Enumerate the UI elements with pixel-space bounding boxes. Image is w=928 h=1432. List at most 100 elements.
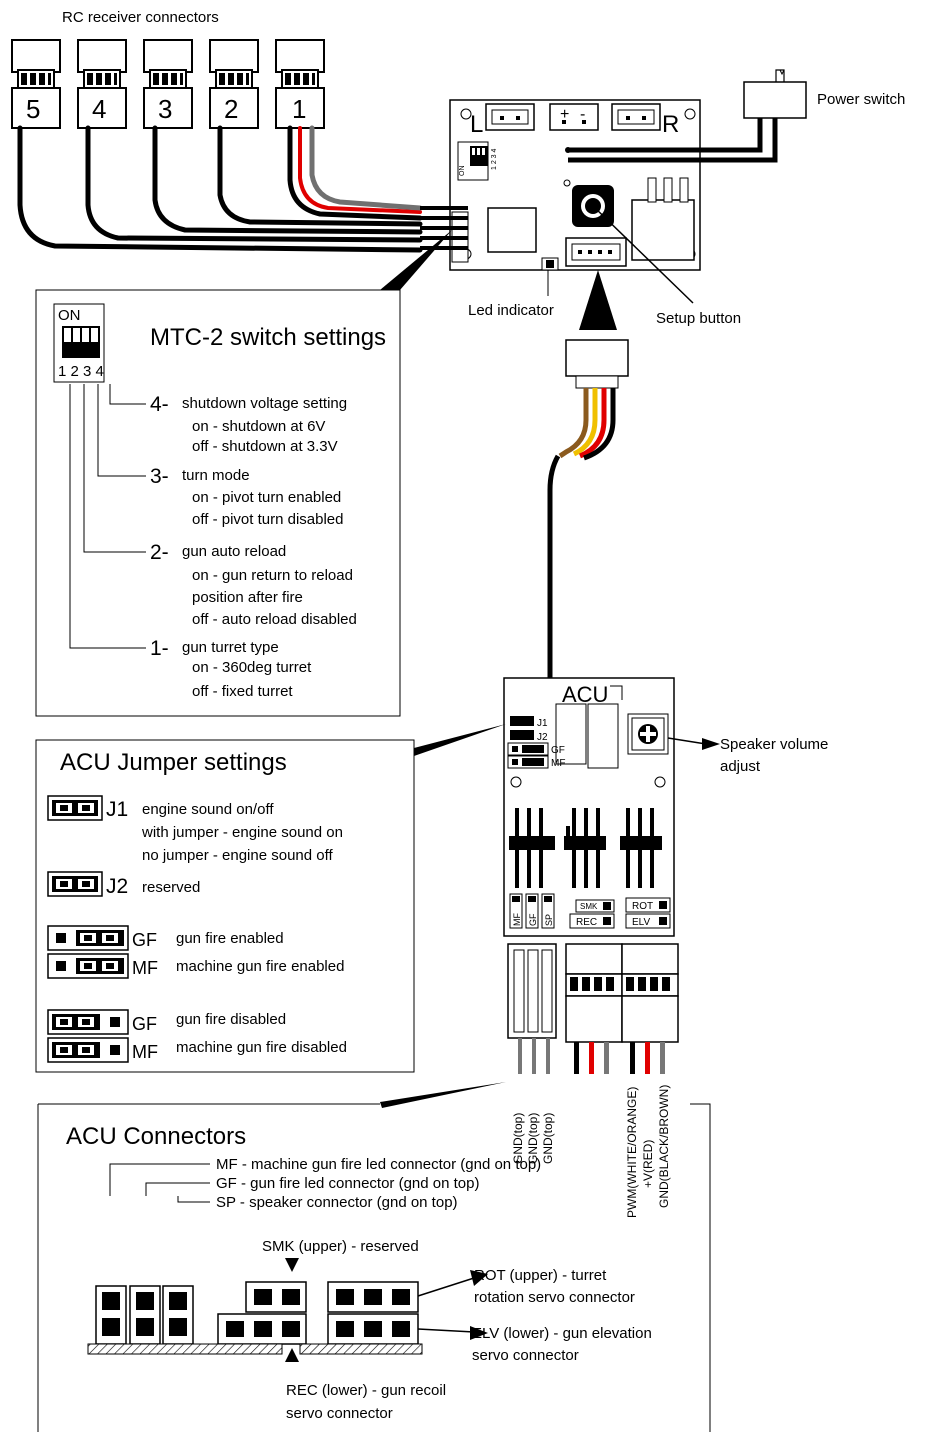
conn-rec-desc: REC (lower) - gun recoil: [286, 1382, 446, 1399]
rec-arrow-icon: [285, 1348, 299, 1362]
conn-mf-desc: MF - machine gun fire led connector (gnd…: [216, 1156, 541, 1173]
conn-elv-desc: ELV (lower) - gun elevation: [472, 1325, 652, 1342]
acu-smk: SMK: [580, 902, 598, 911]
wire-gnd-black: GND(BLACK/BROWN): [657, 1085, 671, 1208]
rc-connector-5: 5: [11, 39, 61, 129]
connector-layout-diagram: [87, 1281, 423, 1355]
acu-elv: ELV: [632, 917, 650, 928]
jumper-mf-disabled-icon: [47, 1037, 129, 1063]
rc-connector-2: 2: [209, 39, 259, 129]
conn-rot-desc: ROT (upper) - turret: [474, 1267, 607, 1284]
jumper-j1-title: engine sound on/off: [142, 801, 274, 818]
cable-plug: [547, 339, 629, 680]
switch-2-label: 2-: [150, 541, 169, 564]
jumper-j2-label: J2: [106, 875, 128, 898]
led-indicator-label: Led indicator: [468, 302, 554, 319]
mtc-leader-lines: [69, 384, 146, 649]
jumper-gf-enabled-icon: [47, 925, 129, 951]
jumper-gf-disabled-icon: [47, 1009, 129, 1035]
switch-2-title: gun auto reload: [182, 543, 286, 560]
mtc-dip-numbers: 1 2 3 4: [58, 363, 104, 380]
jumper-j1-label: J1: [106, 798, 128, 821]
switch-4-on: on - shutdown at 6V: [192, 418, 325, 435]
rc-connector-3: 3: [143, 39, 193, 129]
jumper-j1-icon: [47, 795, 103, 821]
acu-board: ACU J1 J2 GF MF MF: [503, 677, 675, 937]
jumper-mf-disabled: machine gun fire disabled: [176, 1039, 347, 1056]
rot-arrow-icon: [470, 1270, 488, 1286]
smk-arrow-icon: [285, 1258, 299, 1272]
power-switch[interactable]: [743, 69, 807, 119]
loose-connectors: [507, 943, 679, 1074]
wire-pwm: PWM(WHITE/ORANGE): [625, 1087, 639, 1218]
rc-connector-3-label: 3: [158, 94, 172, 124]
switch-4-label: 4-: [150, 393, 169, 416]
conn-gf-desc: GF - gun fire led connector (gnd on top): [216, 1175, 479, 1192]
board-dip-nums: 1 2 3 4: [491, 148, 498, 170]
board-l-label: L: [470, 111, 483, 138]
conn-sp-desc: SP - speaker connector (gnd on top): [216, 1194, 458, 1211]
switch-2-on-cont: position after fire: [192, 589, 303, 606]
switch-2-off: off - auto reload disabled: [192, 611, 357, 628]
mtc-board: L + - R ON 1 2 3 4: [420, 99, 778, 271]
rc-connector-4: 4: [77, 39, 127, 129]
conn-smk-desc: SMK (upper) - reserved: [262, 1238, 419, 1255]
acu-rot: ROT: [632, 901, 653, 912]
acu-gf: GF: [551, 745, 565, 756]
switch-4-off: off - shutdown at 3.3V: [192, 438, 338, 455]
receiver-wires: [17, 125, 423, 253]
acu-pin-sp: SP: [544, 914, 554, 926]
board-dip-on: ON: [459, 166, 466, 177]
switch-3-label: 3-: [150, 465, 169, 488]
switch-1-on: on - 360deg turret: [192, 659, 312, 676]
jumper-j1-without: no jumper - engine sound off: [142, 847, 334, 864]
acu-j2: J2: [537, 732, 548, 743]
switch-3-off: off - pivot turn disabled: [192, 511, 343, 528]
rc-connector-5-label: 5: [26, 94, 40, 124]
conn-elv-desc-2: servo connector: [472, 1347, 579, 1364]
rc-receiver-title: RC receiver connectors: [62, 9, 219, 26]
jumper-j2-icon: [47, 871, 103, 897]
switch-3-on: on - pivot turn enabled: [192, 489, 341, 506]
speaker-volume-label-2: adjust: [720, 758, 761, 775]
board-plus: +: [560, 106, 569, 123]
rc-connector-1: 1: [275, 39, 325, 129]
acu-connectors-box: [37, 1103, 711, 1432]
jumper-mf-enabled-icon: [47, 953, 129, 979]
connectors-title: ACU Connectors: [66, 1123, 246, 1150]
acu-j1: J1: [537, 718, 548, 729]
acu-pin-mf: MF: [512, 913, 522, 926]
board-minus: -: [580, 106, 585, 123]
conn-rec-desc-2: servo connector: [286, 1405, 393, 1422]
mtc-dip-switch: ON 1 2 3 4: [53, 303, 105, 383]
jumper-j1-with: with jumper - engine sound on: [141, 824, 343, 841]
wire-gnd-1: GND(top): [511, 1113, 525, 1164]
acu-mf: MF: [551, 758, 565, 769]
switch-4-title: shutdown voltage setting: [182, 395, 347, 412]
jumper-gf2-label: GF: [132, 1014, 157, 1034]
switch-1-title: gun turret type: [182, 639, 279, 656]
jumper-mf2-label: MF: [132, 1042, 158, 1062]
power-switch-label: Power switch: [817, 91, 905, 108]
wire-gnd-2: GND(top): [526, 1113, 540, 1164]
setup-button-label: Setup button: [656, 310, 741, 327]
jumper-mf-label: MF: [132, 958, 158, 978]
switch-2-on: on - gun return to reload: [192, 567, 353, 584]
rc-connector-1-label: 1: [292, 94, 306, 124]
rc-connector-2-label: 2: [224, 94, 238, 124]
connector-leader-lines: [109, 1163, 210, 1203]
jumper-gf-label: GF: [132, 930, 157, 950]
switch-1-off: off - fixed turret: [192, 683, 293, 700]
jumper-title: ACU Jumper settings: [60, 749, 287, 776]
board-r-label: R: [662, 111, 679, 138]
rc-connector-4-label: 4: [92, 94, 106, 124]
switch-3-title: turn mode: [182, 467, 250, 484]
wire-gnd-3: GND(top): [541, 1113, 555, 1164]
mtc-dip-on: ON: [58, 307, 81, 324]
jumper-j2-desc: reserved: [142, 879, 200, 896]
jumper-gf-enabled: gun fire enabled: [176, 930, 284, 947]
acu-board-title: ACU: [562, 682, 608, 707]
elv-arrow-icon: [470, 1326, 488, 1340]
switch-1-label: 1-: [150, 637, 169, 660]
